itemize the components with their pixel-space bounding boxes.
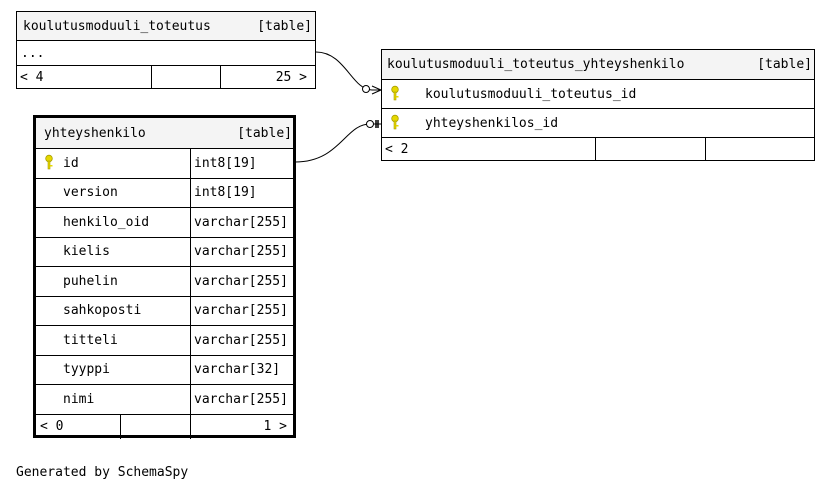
column-row[interactable]: henkilo_oid varchar[255] [36, 208, 293, 238]
key-icon [391, 85, 399, 101]
connector-yhteyshenkilo-to-link [294, 123, 381, 163]
column-name: sahkoposti [63, 303, 142, 319]
column-divider [190, 149, 191, 178]
table-koulutusmoduuli-toteutus[interactable]: koulutusmoduuli_toteutus [table] ... < 4… [16, 11, 316, 89]
column-name: yhteyshenkilos_id [425, 115, 559, 131]
column-divider [190, 237, 191, 266]
column-name: henkilo_oid [63, 214, 150, 230]
table-footer: < 2 [382, 138, 814, 160]
column-name: koulutusmoduuli_toteutus_id [425, 86, 637, 102]
column-divider [190, 208, 191, 237]
column-divider [190, 267, 191, 296]
parents-count[interactable]: < 0 [40, 419, 64, 434]
footer-divider [595, 138, 596, 160]
ellipsis-row: ... [17, 41, 315, 66]
table-kind: [table] [257, 18, 312, 34]
children-count[interactable]: 25 > [275, 69, 307, 85]
column-divider [190, 385, 191, 414]
column-row[interactable]: kielis varchar[255] [36, 237, 293, 267]
column-row[interactable]: id int8[19] [36, 149, 293, 179]
key-icon [391, 114, 399, 130]
column-row[interactable]: yhteyshenkilos_id [382, 109, 814, 138]
connector-toteutus-to-link [315, 51, 381, 91]
column-name: titteli [63, 332, 118, 348]
table-kind: [table] [237, 125, 292, 141]
column-row[interactable]: tyyppi varchar[32] [36, 355, 293, 385]
table-name[interactable]: koulutusmoduuli_toteutus [23, 18, 211, 34]
column-type: int8[19] [194, 155, 257, 171]
column-type: varchar[32] [194, 362, 281, 378]
column-type: varchar[255] [194, 303, 288, 319]
footer-divider [151, 66, 152, 88]
column-type: varchar[255] [194, 214, 288, 230]
column-row[interactable]: sahkoposti varchar[255] [36, 296, 293, 326]
column-type: int8[19] [194, 185, 257, 201]
ellipsis-text: ... [21, 45, 45, 61]
column-row[interactable]: nimi varchar[255] [36, 385, 293, 415]
column-row[interactable]: titteli varchar[255] [36, 326, 293, 356]
footer-divider [220, 66, 221, 88]
key-icon [45, 154, 53, 170]
zero-or-one-marker [366, 120, 374, 128]
footer-divider [120, 414, 121, 439]
column-name: kielis [63, 244, 110, 260]
column-divider [190, 326, 191, 355]
table-koulutusmoduuli-toteutus-yhteyshenkilo[interactable]: koulutusmoduuli_toteutus_yhteyshenkilo [… [381, 49, 815, 161]
children-count[interactable]: 1 > [263, 419, 287, 434]
footer-divider [190, 414, 191, 439]
column-type: varchar[255] [194, 244, 288, 260]
column-divider [190, 355, 191, 384]
table-header: yhteyshenkilo [table] [36, 118, 293, 149]
footer-divider [705, 138, 706, 160]
table-header: koulutusmoduuli_toteutus [table] [17, 12, 315, 41]
column-name: nimi [63, 391, 95, 407]
column-row[interactable]: puhelin varchar[255] [36, 267, 293, 297]
column-row[interactable]: koulutusmoduuli_toteutus_id [382, 80, 814, 109]
table-name[interactable]: yhteyshenkilo [44, 125, 146, 141]
column-name: version [63, 185, 118, 201]
table-name[interactable]: koulutusmoduuli_toteutus_yhteyshenkilo [387, 57, 685, 72]
table-header: koulutusmoduuli_toteutus_yhteyshenkilo [… [382, 50, 814, 80]
zero-or-many-marker [362, 85, 370, 93]
table-kind: [table] [757, 57, 812, 72]
column-type: varchar[255] [194, 391, 288, 407]
table-footer: < 0 1 > [36, 414, 293, 439]
one-bar-marker [375, 120, 379, 128]
column-type: varchar[255] [194, 332, 288, 348]
table-footer: < 4 25 > [17, 66, 315, 88]
column-type: varchar[255] [194, 273, 288, 289]
column-row[interactable]: version int8[19] [36, 178, 293, 208]
column-divider [190, 296, 191, 325]
table-yhteyshenkilo[interactable]: yhteyshenkilo [table] id int8[19] versio… [33, 115, 296, 439]
column-name: puhelin [63, 273, 118, 289]
generator-credit: Generated by SchemaSpy [16, 465, 189, 480]
column-name: id [63, 155, 79, 171]
parents-count[interactable]: < 2 [385, 141, 409, 157]
column-divider [190, 178, 191, 207]
parents-count[interactable]: < 4 [20, 69, 44, 85]
column-name: tyyppi [63, 362, 110, 378]
